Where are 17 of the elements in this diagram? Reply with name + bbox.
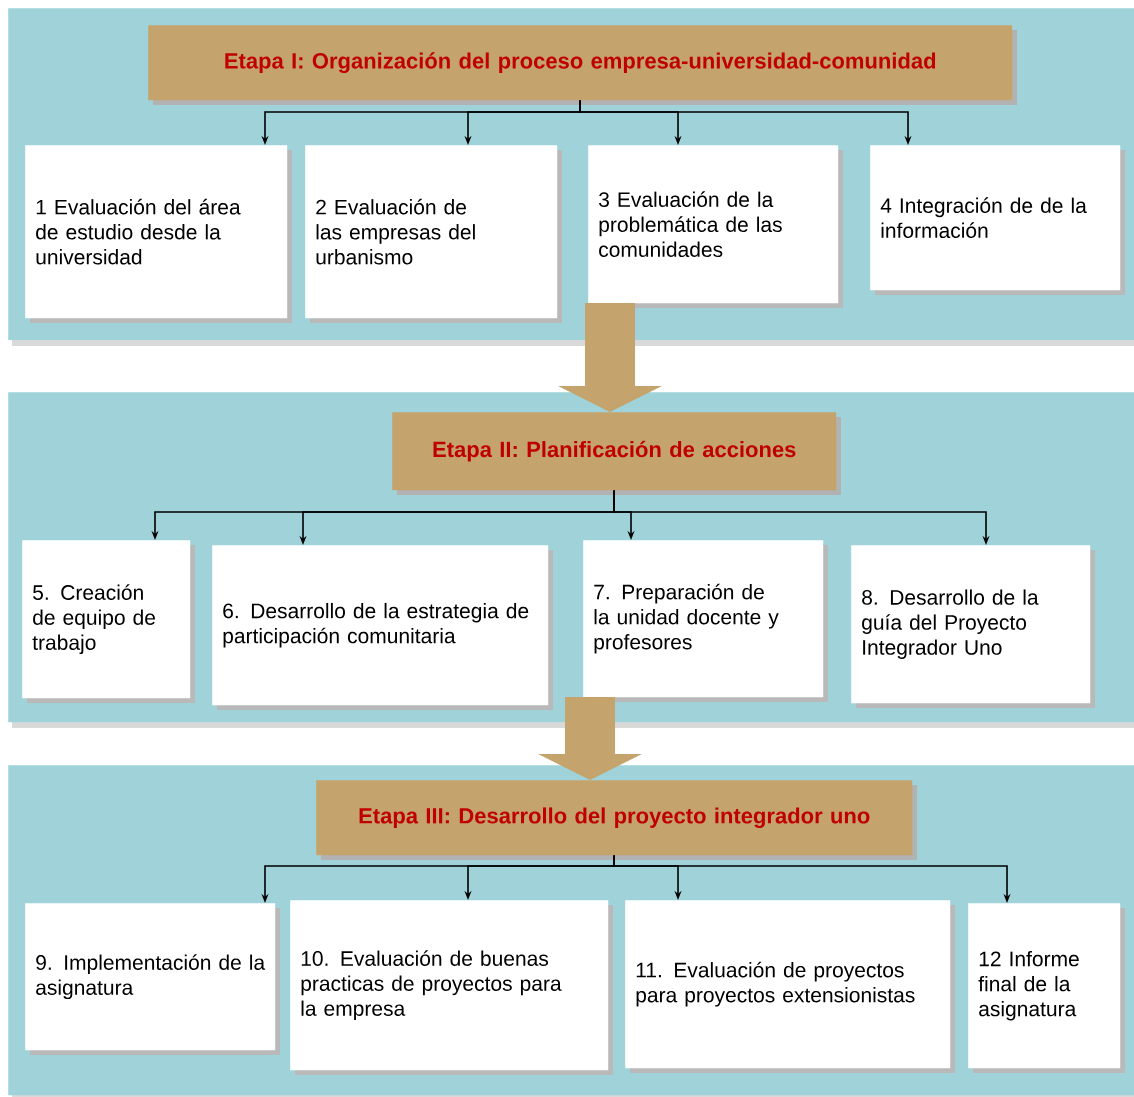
stage-header: Etapa III: Desarrollo del proyecto integrador uno <box>316 780 917 860</box>
process-box: 3 Evaluación de la problemática de las comunidades <box>588 145 843 308</box>
process-box: 7. Preparación de la unidad docente y profesores <box>583 540 828 702</box>
process-box: 1 Evaluación del área de estudio desde la universidad <box>25 145 292 323</box>
process-box: 10. Evaluación de buenas practicas de proyectos para la empresa <box>290 900 613 1075</box>
stage-header: Etapa II: Planificación de acciones <box>392 412 841 495</box>
process-box: 8. Desarrollo de la guía del Proyecto Integrador Uno <box>851 545 1095 708</box>
process-box: 6. Desarrollo de la estrategia de participación comunitaria <box>212 545 553 710</box>
block-arrow <box>538 697 642 780</box>
block-arrow <box>558 303 662 412</box>
process-box: 12 Informe final de la asignatura <box>968 903 1125 1073</box>
process-box: 5. Creación de equipo de trabajo <box>22 540 195 703</box>
stage-header: Etapa I: Organización del proceso empresa-universidad-comunidad <box>148 25 1017 105</box>
process-box: 9. Implementación de la asignatura <box>25 903 280 1055</box>
process-box: 11. Evaluación de proyectos para proyectos extensionistas <box>625 900 955 1073</box>
process-box: 2 Evaluación de las empresas del urbanismo <box>305 145 562 323</box>
process-box: 4 Integración de de la información <box>870 145 1125 295</box>
